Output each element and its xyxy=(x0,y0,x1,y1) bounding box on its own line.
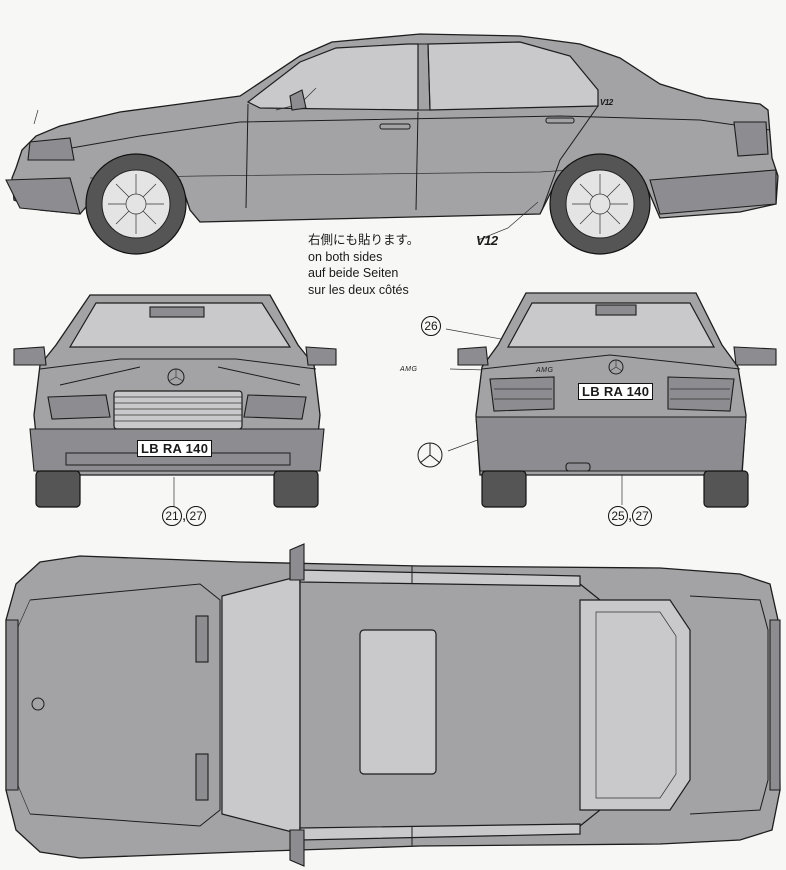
top-sunroof xyxy=(359,629,437,775)
rear-tire-right xyxy=(703,470,749,508)
rear-badge: AMG xyxy=(536,367,554,374)
v12-badge-decal: V12 xyxy=(476,233,498,248)
callout-21: 21 xyxy=(162,506,182,527)
side-front-bumper xyxy=(5,177,81,215)
amg-decal: AMG xyxy=(400,366,418,373)
front-headlight-left xyxy=(47,394,111,420)
rear-view xyxy=(417,292,777,508)
side-rear-wheel xyxy=(549,153,651,255)
top-rear-bumper xyxy=(769,619,781,791)
side-view xyxy=(5,33,779,255)
rear-plate: LB RA 140 xyxy=(578,383,654,400)
loose-star-emblem xyxy=(417,442,443,468)
top-hood xyxy=(29,583,221,827)
v12-side-decal: V12 xyxy=(600,98,613,107)
callout-26: 26 xyxy=(421,316,441,337)
top-front-bumper xyxy=(5,619,19,791)
side-front-door xyxy=(245,103,419,211)
v12-leader-line xyxy=(477,201,539,241)
rear-taillight-right xyxy=(667,376,735,412)
note-fr: sur les deux côtés xyxy=(308,282,409,297)
side-b-pillar xyxy=(417,43,431,111)
top-rear-window xyxy=(579,599,691,811)
front-windshield xyxy=(68,302,292,348)
callout-26-wrap: 26 xyxy=(421,316,441,337)
side-mirror xyxy=(289,89,307,111)
callout-25: 25 xyxy=(608,506,628,527)
front-tire-left xyxy=(35,470,81,508)
rear-bumper xyxy=(475,416,747,472)
note-en: on both sides xyxy=(308,249,383,264)
front-plate: LB RA 140 xyxy=(137,440,213,457)
callout-27-rear: 27 xyxy=(632,506,653,527)
callout-27-front: 27 xyxy=(186,506,207,527)
rear-window xyxy=(506,302,716,348)
rear-mirror-right xyxy=(733,346,777,366)
rear-taillight-left xyxy=(489,376,555,412)
note-de: auf beide Seiten xyxy=(308,266,399,280)
top-mirror-right xyxy=(289,829,305,867)
side-window-front xyxy=(246,43,419,111)
top-star-emblem xyxy=(31,697,45,711)
top-roof xyxy=(299,579,601,831)
front-tire-right xyxy=(273,470,319,508)
front-headlight-right xyxy=(243,394,307,420)
side-rear-door xyxy=(541,105,599,211)
top-mirror-left xyxy=(289,543,305,581)
side-headlight xyxy=(27,137,75,161)
front-view xyxy=(13,294,337,508)
note-jp: 右側にも貼ります。 xyxy=(308,233,420,247)
rear-tire-left xyxy=(481,470,527,508)
front-mirror-right xyxy=(305,346,337,366)
side-front-wheel xyxy=(85,153,187,255)
top-view xyxy=(5,543,781,867)
side-rear-bumper xyxy=(649,169,777,215)
rear-exhaust xyxy=(565,462,591,472)
rear-mirror-left xyxy=(457,346,489,366)
callout-25-27: 25,27 xyxy=(608,506,653,527)
top-trunk xyxy=(689,595,769,815)
top-windshield xyxy=(221,575,301,835)
callout-21-27: 21,27 xyxy=(162,506,207,527)
side-taillight xyxy=(733,121,769,157)
front-mirror-left xyxy=(13,346,47,366)
decal-note: 右側にも貼ります。 on both sides auf beide Seiten… xyxy=(308,232,419,298)
